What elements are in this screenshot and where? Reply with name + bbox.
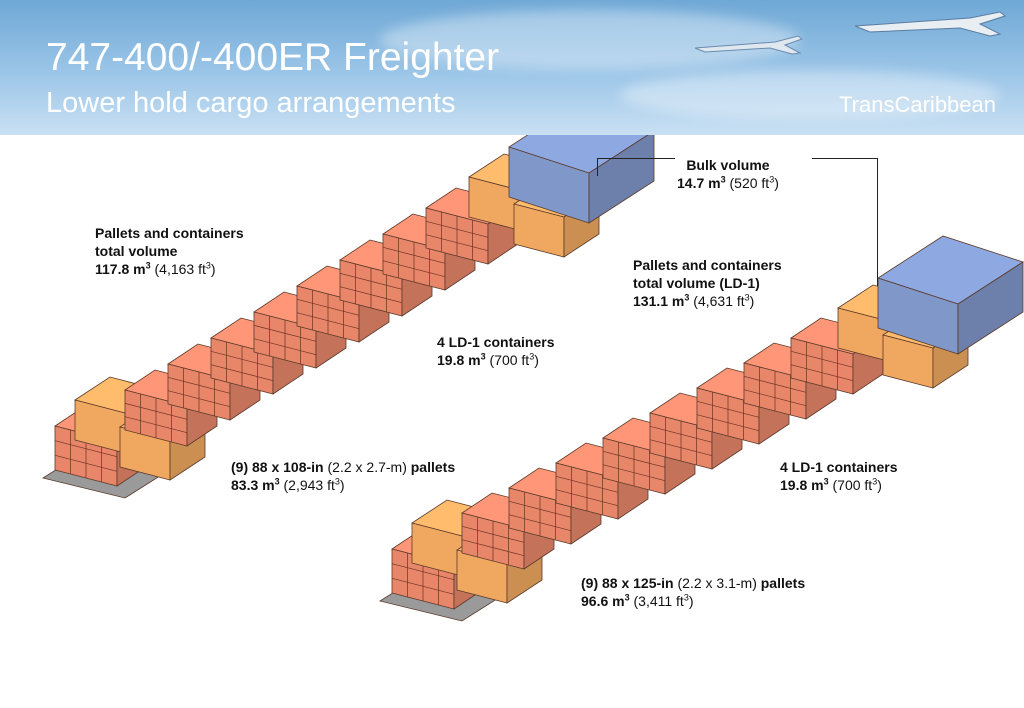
right-cargo-arrangement <box>378 235 1024 622</box>
pallet-net-line <box>743 389 807 407</box>
pallet-net-line <box>555 475 619 493</box>
page-title: 747-400/-400ER Freighter <box>46 36 500 79</box>
pallet-net-line <box>696 400 760 418</box>
brand-label: TransCaribbean <box>839 92 996 117</box>
pallet-net-line <box>602 464 666 482</box>
pallet-net-line <box>210 364 274 382</box>
pallet-net-line <box>602 450 666 468</box>
pallet-net-line <box>743 375 807 393</box>
pallet-net-line <box>339 272 403 290</box>
pallet-net-line <box>296 312 360 330</box>
pallet-net-line <box>391 577 455 595</box>
pallet-net-line <box>339 286 403 304</box>
airplane-icon <box>854 11 1007 37</box>
pallet-net-line <box>425 234 489 252</box>
left-pallets-label: (9) 88 x 108-in (2.2 x 2.7-m) pallets 83… <box>231 459 456 493</box>
pallet-net-line <box>167 390 231 408</box>
pallet-net-line <box>555 489 619 507</box>
pallet-net-line <box>425 220 489 238</box>
pallet-net-line <box>253 338 317 356</box>
pallet-net-line <box>391 563 455 581</box>
pallet-net-line <box>54 440 118 458</box>
pallet-net-line <box>253 324 317 342</box>
pallet-net-line <box>382 246 446 264</box>
pallet-net-line <box>790 350 854 368</box>
left-cargo-arrangement <box>41 135 655 499</box>
pallet-net-line <box>508 500 572 518</box>
bulk-callout-line <box>597 158 675 159</box>
bulk-callout-line <box>597 158 598 176</box>
pallet-net-line <box>54 454 118 472</box>
right-ld1-label: 4 LD-1 containers 19.8 m3 (700 ft3) <box>780 459 898 493</box>
left-ld1-label: 4 LD-1 containers 19.8 m3 (700 ft3) <box>437 334 555 368</box>
bulk-compartment <box>588 135 655 224</box>
pallet-net-line <box>508 514 572 532</box>
pallet-net-line <box>696 414 760 432</box>
right-total-label: Pallets and containers total volume (LD-… <box>633 257 782 309</box>
pallet-net-line <box>461 525 525 543</box>
cloud-decoration <box>620 70 1000 120</box>
cargo-diagram <box>41 135 1024 622</box>
header-banner: 747-400/-400ER Freighter Lower hold carg… <box>0 0 1024 135</box>
pallet-net-line <box>124 416 188 434</box>
bulk-volume-label: Bulk volume 14.7 m3 (520 ft3) <box>677 157 779 191</box>
right-pallets-label: (9) 88 x 125-in (2.2 x 3.1-m) pallets 96… <box>581 575 806 609</box>
cloud-decoration <box>380 10 800 70</box>
pallet-net-line <box>296 298 360 316</box>
pallet-net-line <box>167 376 231 394</box>
pallet-net-line <box>124 402 188 420</box>
left-total-label: Pallets and containers total volume 117.… <box>95 225 244 277</box>
bulk-callout-line <box>812 158 878 159</box>
pallet-net-line <box>382 260 446 278</box>
bulk-callout-line <box>877 158 878 286</box>
airplane-icon <box>694 35 804 55</box>
pallet-net-line <box>790 364 854 382</box>
pallet-net-line <box>649 439 713 457</box>
pallet-net-line <box>461 539 525 557</box>
pallet-net-line <box>210 350 274 368</box>
page-subtitle: Lower hold cargo arrangements <box>46 87 456 119</box>
pallet-net-line <box>649 425 713 443</box>
bulk-compartment <box>957 261 1024 355</box>
